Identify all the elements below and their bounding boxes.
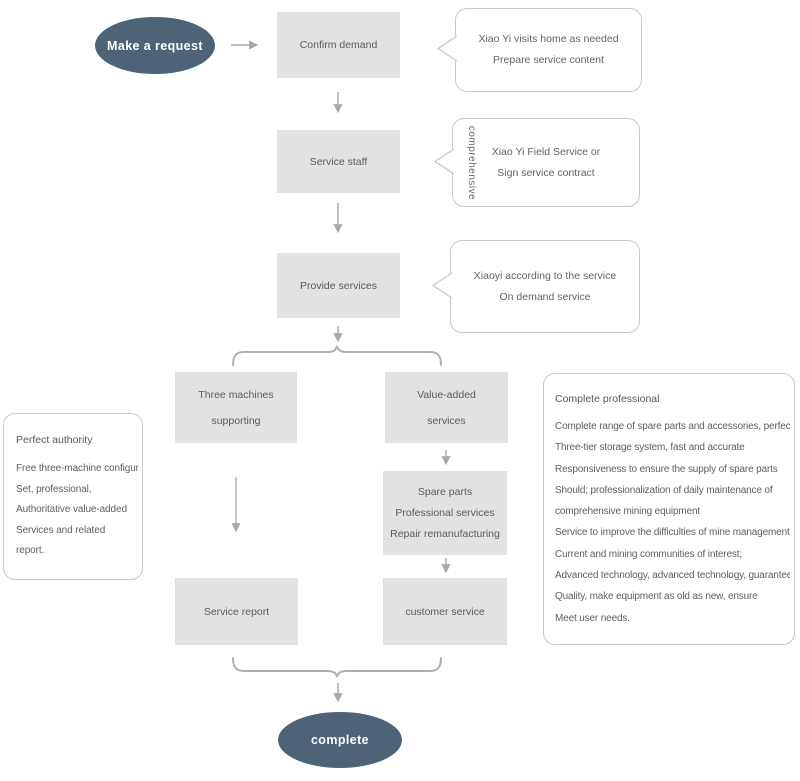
note-title: Complete professional <box>555 393 660 405</box>
end-node: complete <box>278 712 402 768</box>
step-box-spare-parts: Spare parts Professional services Repair… <box>383 471 507 555</box>
note-line: Meet user needs. <box>555 612 630 624</box>
step-label: Service report <box>203 605 270 618</box>
step-box-confirm-demand: Confirm demand <box>277 12 400 78</box>
callout-line: Prepare service content <box>493 54 604 66</box>
note-line: Set, professional, <box>16 483 92 495</box>
step-label: customer service <box>405 605 485 618</box>
note-panel-complete-professional: Complete professional Complete range of … <box>543 373 795 645</box>
step-box-value-added: Value-added services <box>385 372 508 443</box>
note-line: Current and mining communities of intere… <box>555 548 742 560</box>
step-label-line: Professional services <box>395 506 495 519</box>
note-line: Three-tier storage system, fast and accu… <box>555 442 745 454</box>
step-box-service-staff: Service staff <box>277 130 400 193</box>
step-label-line: Three machines <box>198 388 274 401</box>
note-line: Complete range of spare parts and access… <box>555 421 790 432</box>
note-line: comprehensive mining equipment <box>555 506 701 518</box>
callout-side-label: comprehensive <box>466 125 477 200</box>
callout-line: Sign service contract <box>497 166 595 179</box>
step-box-three-machines: Three machines supporting <box>175 372 297 443</box>
step-label: Confirm demand <box>299 39 378 51</box>
note-line: Services and related <box>16 524 106 536</box>
note-line: Advanced technology, advanced technology… <box>555 570 790 582</box>
callout-line: On demand service <box>499 290 591 303</box>
step-label-line: Repair remanufacturing <box>390 527 500 540</box>
step-label-line: Value-added <box>417 388 476 401</box>
note-line: Free three-machine configuration <box>16 463 138 474</box>
callout-line: Xiaoyi according to the service <box>473 269 617 282</box>
end-node-label: complete <box>310 733 370 747</box>
callout-service-staff: comprehensive Xiao Yi Field Service or S… <box>452 118 640 207</box>
note-panel-perfect-authority: Perfect authority Free three-machine con… <box>3 413 143 580</box>
callout-confirm-demand: Xiao Yi visits home as needed Prepare se… <box>455 8 642 92</box>
note-line: Quality, make equipment as old as new, e… <box>555 591 758 603</box>
callout-provide-services: Xiaoyi according to the service On deman… <box>450 240 640 333</box>
brace-merge-bottom <box>232 657 442 678</box>
step-box-provide-services: Provide services <box>277 253 400 318</box>
start-node: Make a request <box>95 17 215 74</box>
note-line: Responsiveness to ensure the supply of s… <box>555 463 778 475</box>
step-label-line: services <box>427 414 466 427</box>
note-line: Should; professionalization of daily mai… <box>555 484 773 496</box>
callout-line: Xiao Yi visits home as needed <box>478 33 619 45</box>
step-box-service-report: Service report <box>175 578 298 645</box>
note-line: report. <box>16 545 45 556</box>
step-label: Provide services <box>299 279 378 292</box>
start-node-label: Make a request <box>107 38 203 53</box>
brace-split-top <box>232 345 442 366</box>
note-line: Authoritative value-added <box>16 504 127 515</box>
step-label: Service staff <box>309 155 368 168</box>
callout-line: Xiao Yi Field Service or <box>491 145 601 158</box>
note-title: Perfect authority <box>16 434 93 446</box>
step-label-line: supporting <box>211 414 261 427</box>
step-label-line: Spare parts <box>417 485 473 498</box>
step-box-customer-service: customer service <box>383 578 507 645</box>
note-line: Service to improve the difficulties of m… <box>555 527 790 539</box>
